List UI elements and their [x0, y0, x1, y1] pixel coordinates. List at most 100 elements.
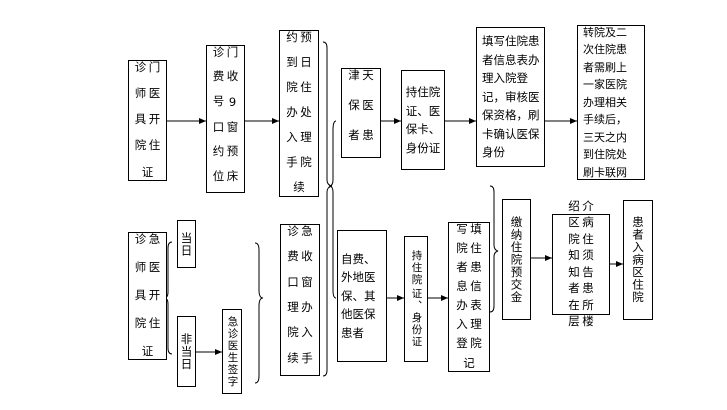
text-line: 填写住院患	[482, 34, 540, 49]
brace-join-deposit	[489, 185, 499, 313]
text-line: 门诊	[211, 46, 240, 61]
text-line: 次住院患	[583, 43, 627, 57]
text-line: 保卡、	[405, 122, 441, 136]
text-line: 到住院处	[583, 148, 627, 162]
pay-deposit-label: 缴纳住院预交金	[509, 215, 524, 304]
text-line: 保、其	[341, 288, 376, 303]
text-line: 入院	[286, 326, 314, 341]
self-pay-docs-box: 持住院证、身份证	[404, 236, 428, 362]
text-line: 窗口	[211, 120, 240, 136]
text-line: 表办	[455, 299, 483, 314]
text-line: 手续后，	[583, 113, 627, 127]
tianjin-docs-box: 持住院证、医保卡、身份证	[401, 70, 445, 170]
text-line: 身份证	[405, 140, 441, 155]
text-line: 证、医	[405, 103, 441, 118]
text-line: 记，审核医	[482, 89, 540, 104]
text-line: 办理相关	[583, 95, 627, 109]
text-line: 患者	[567, 282, 595, 297]
text-line: 须知	[567, 249, 595, 264]
text-line: 预约	[285, 31, 313, 46]
pay-deposit-box: 缴纳住院预交金	[502, 199, 531, 320]
text-line: 保资格，刷	[482, 108, 540, 123]
text-line: 预约	[211, 145, 240, 160]
fill-info-verify-box: 填写住院患者信息表办理入院登记，审核医保资格，刷卡确认医保身份	[476, 27, 545, 167]
text-line: 患者	[347, 129, 375, 144]
fill-info-register-box: 填写住院患者信息表办理入院登记	[448, 222, 490, 372]
text-line: 外地医	[341, 270, 376, 285]
brace-merge-right	[322, 41, 333, 377]
text-line: 床位	[211, 169, 240, 185]
brace-split-branches	[328, 120, 337, 299]
text-line: 所在	[567, 298, 595, 314]
text-line: 急诊	[286, 225, 314, 240]
text-line: 楼层	[567, 315, 595, 330]
emergency-fee-window-box: 急诊收费窗口办理入院手续	[280, 224, 320, 376]
text-line: 信息	[455, 280, 483, 295]
text-line: 理入	[285, 131, 313, 146]
text-line: 患者	[341, 325, 364, 340]
text-line: 日到	[285, 56, 313, 71]
text-line: 处办	[285, 106, 313, 121]
text-line: 急诊	[133, 233, 162, 248]
self-pay-box: 自费、外地医保、其他医保患者	[337, 230, 387, 362]
text-line: 转院及二	[583, 25, 627, 39]
text-line: 收费	[211, 70, 240, 85]
text-line: 开具	[133, 113, 162, 128]
text-line: 者需刷上	[583, 60, 627, 74]
outpatient-reserve-bed-box: 门诊收费 9号窗口预约床位	[206, 45, 245, 193]
text-line: 医保	[347, 99, 375, 114]
text-line: 续	[292, 181, 306, 196]
not-same-day-label: 非当日	[179, 332, 194, 371]
text-line: 住院	[133, 139, 162, 154]
emergency-doctor-issue-box: 急诊医师开具住院证	[128, 232, 167, 360]
text-line: 住院	[285, 81, 313, 96]
text-line: 持住院	[410, 250, 423, 286]
text-line: 办理	[286, 301, 314, 316]
text-line: 天津	[347, 69, 375, 84]
transfer-note-box: 转院及二次住院患者需刷上一家医院办理相关手续后， 三天之内到住院处刷卡联网	[577, 25, 645, 180]
reserve-day-admission-box: 预约日到住院处办理入院手续	[279, 30, 319, 197]
text-line: 告知	[567, 265, 595, 281]
text-line: 病区	[567, 216, 595, 231]
emergency-sign-box: 急诊医生签字	[222, 309, 242, 394]
same-day-box: 当日	[177, 220, 196, 268]
text-line: 填写	[455, 222, 483, 238]
not-same-day-box: 非当日	[177, 316, 196, 387]
text-line: 自费、	[341, 251, 376, 266]
text-line: 刷卡联网	[583, 165, 627, 179]
brace-into-emergency-window	[254, 242, 264, 384]
text-line: 证	[140, 165, 155, 181]
text-line: 9号	[211, 94, 240, 112]
text-line: 卡确认医保	[482, 126, 540, 141]
text-line: 持住院	[405, 85, 441, 99]
text-line: 理入院登	[482, 71, 528, 86]
text-line: 证	[140, 344, 155, 360]
text-line: 院手	[285, 156, 313, 171]
text-line: 门诊	[133, 61, 162, 76]
text-line: 住院	[455, 242, 483, 257]
text-line: 窗口	[286, 275, 314, 291]
text-line: 介绍	[567, 199, 595, 215]
text-line: 医师	[133, 260, 162, 276]
text-line: 证、身份证	[410, 288, 423, 348]
text-line: 一家医院	[583, 78, 627, 92]
text-line: 住院	[567, 232, 595, 248]
text-line: 记	[462, 356, 476, 372]
text-line: 他医保	[341, 307, 376, 322]
same-day-label: 当日	[179, 231, 194, 257]
tianjin-insurance-box: 天津医保患者	[341, 68, 381, 158]
text-line: 开具	[133, 288, 162, 304]
text-line: 患者	[455, 261, 483, 276]
text-line: 理入	[455, 318, 483, 333]
text-line: 三天之内	[583, 130, 627, 144]
text-line: 院登	[455, 337, 483, 352]
text-line: 住院	[133, 316, 162, 332]
text-line: 手续	[286, 351, 314, 367]
text-line: 收费	[286, 250, 314, 265]
outpatient-doctor-issue-box: 门诊医师开具住院证	[128, 60, 167, 181]
introduce-ward-box: 介绍病区住院须知告知患者所在楼层	[552, 200, 610, 330]
text-line: 者信息表办	[482, 52, 540, 67]
text-line: 医师	[133, 87, 162, 102]
admit-ward-label: 患者入病区住院	[631, 216, 645, 304]
